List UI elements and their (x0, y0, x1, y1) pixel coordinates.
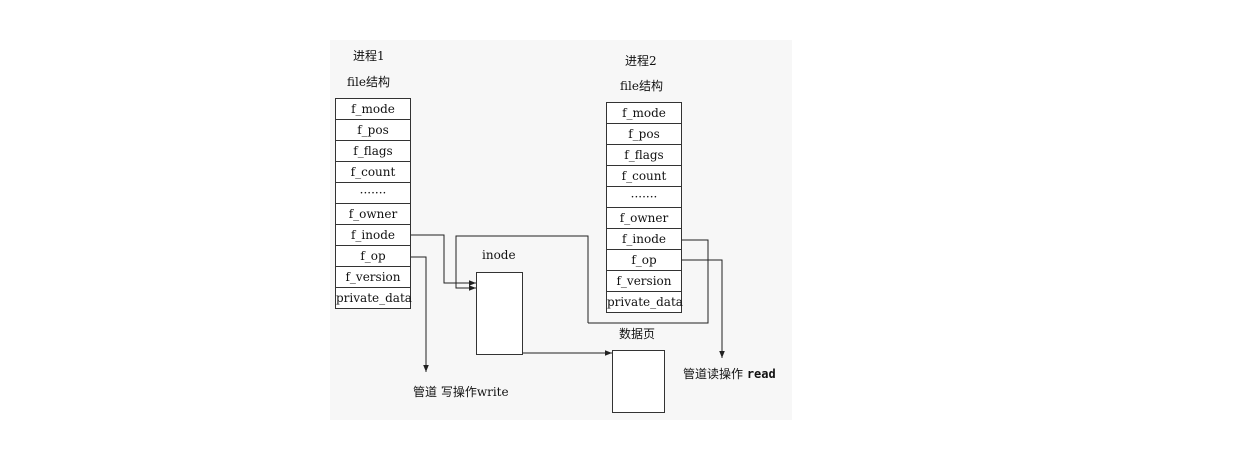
process1-field-f-flags: f_flags (336, 141, 410, 162)
pipe-write-label: 管道 写操作write (413, 385, 509, 399)
p1-op-connector (411, 256, 429, 372)
process2-field-f-op: f_op (607, 250, 681, 271)
data-page-label: 数据页 (619, 327, 656, 341)
process1-field-f-count: f_count (336, 162, 410, 183)
process2-field-f-version: f_version (607, 271, 681, 292)
process2-struct-label: file结构 (620, 79, 663, 93)
p2-inode-loop-connector (588, 239, 709, 324)
process2-file-struct: f_mode f_pos f_flags f_count ······· f_o… (606, 102, 683, 313)
inode-box (476, 272, 523, 355)
inode-label: inode (482, 248, 516, 262)
process2-field-f-inode: f_inode (607, 229, 681, 250)
process2-field-f-mode: f_mode (607, 103, 681, 124)
process2-field-f-flags: f_flags (607, 145, 681, 166)
process1-field-f-inode: f_inode (336, 225, 410, 246)
process1-field-private-data: private_data (336, 291, 412, 305)
pipe-write-prefix: 管道 写操作 (413, 385, 477, 399)
p1-inode-connector (411, 234, 476, 286)
process2-field-ellipsis: ······· (607, 187, 681, 208)
process1-field-f-version: f_version (336, 267, 410, 288)
process1-field-f-mode: f_mode (336, 99, 410, 120)
p2-op-connector (682, 259, 725, 358)
process2-field-f-pos: f_pos (607, 124, 681, 145)
process2-field-f-count: f_count (607, 166, 681, 187)
data-page-box (612, 350, 665, 413)
pipe-write-suffix: write (476, 385, 509, 399)
process1-field-f-owner: f_owner (336, 204, 410, 225)
p2-inode-connector (455, 235, 589, 323)
pipe-read-prefix: 管道读操作 (683, 367, 747, 381)
process1-title: 进程1 (353, 49, 385, 63)
process2-title: 进程2 (625, 54, 657, 68)
process1-field-f-op: f_op (336, 246, 410, 267)
process1-field-f-pos: f_pos (336, 120, 410, 141)
process2-field-private-data: private_data (607, 295, 683, 309)
process1-file-struct: f_mode f_pos f_flags f_count ······· f_o… (335, 98, 412, 309)
pipe-read-label: 管道读操作 read (683, 367, 776, 381)
process1-struct-label: file结构 (347, 75, 390, 89)
process2-field-f-owner: f_owner (607, 208, 681, 229)
pipe-read-suffix: read (746, 367, 776, 381)
process1-field-ellipsis: ······· (336, 183, 410, 204)
